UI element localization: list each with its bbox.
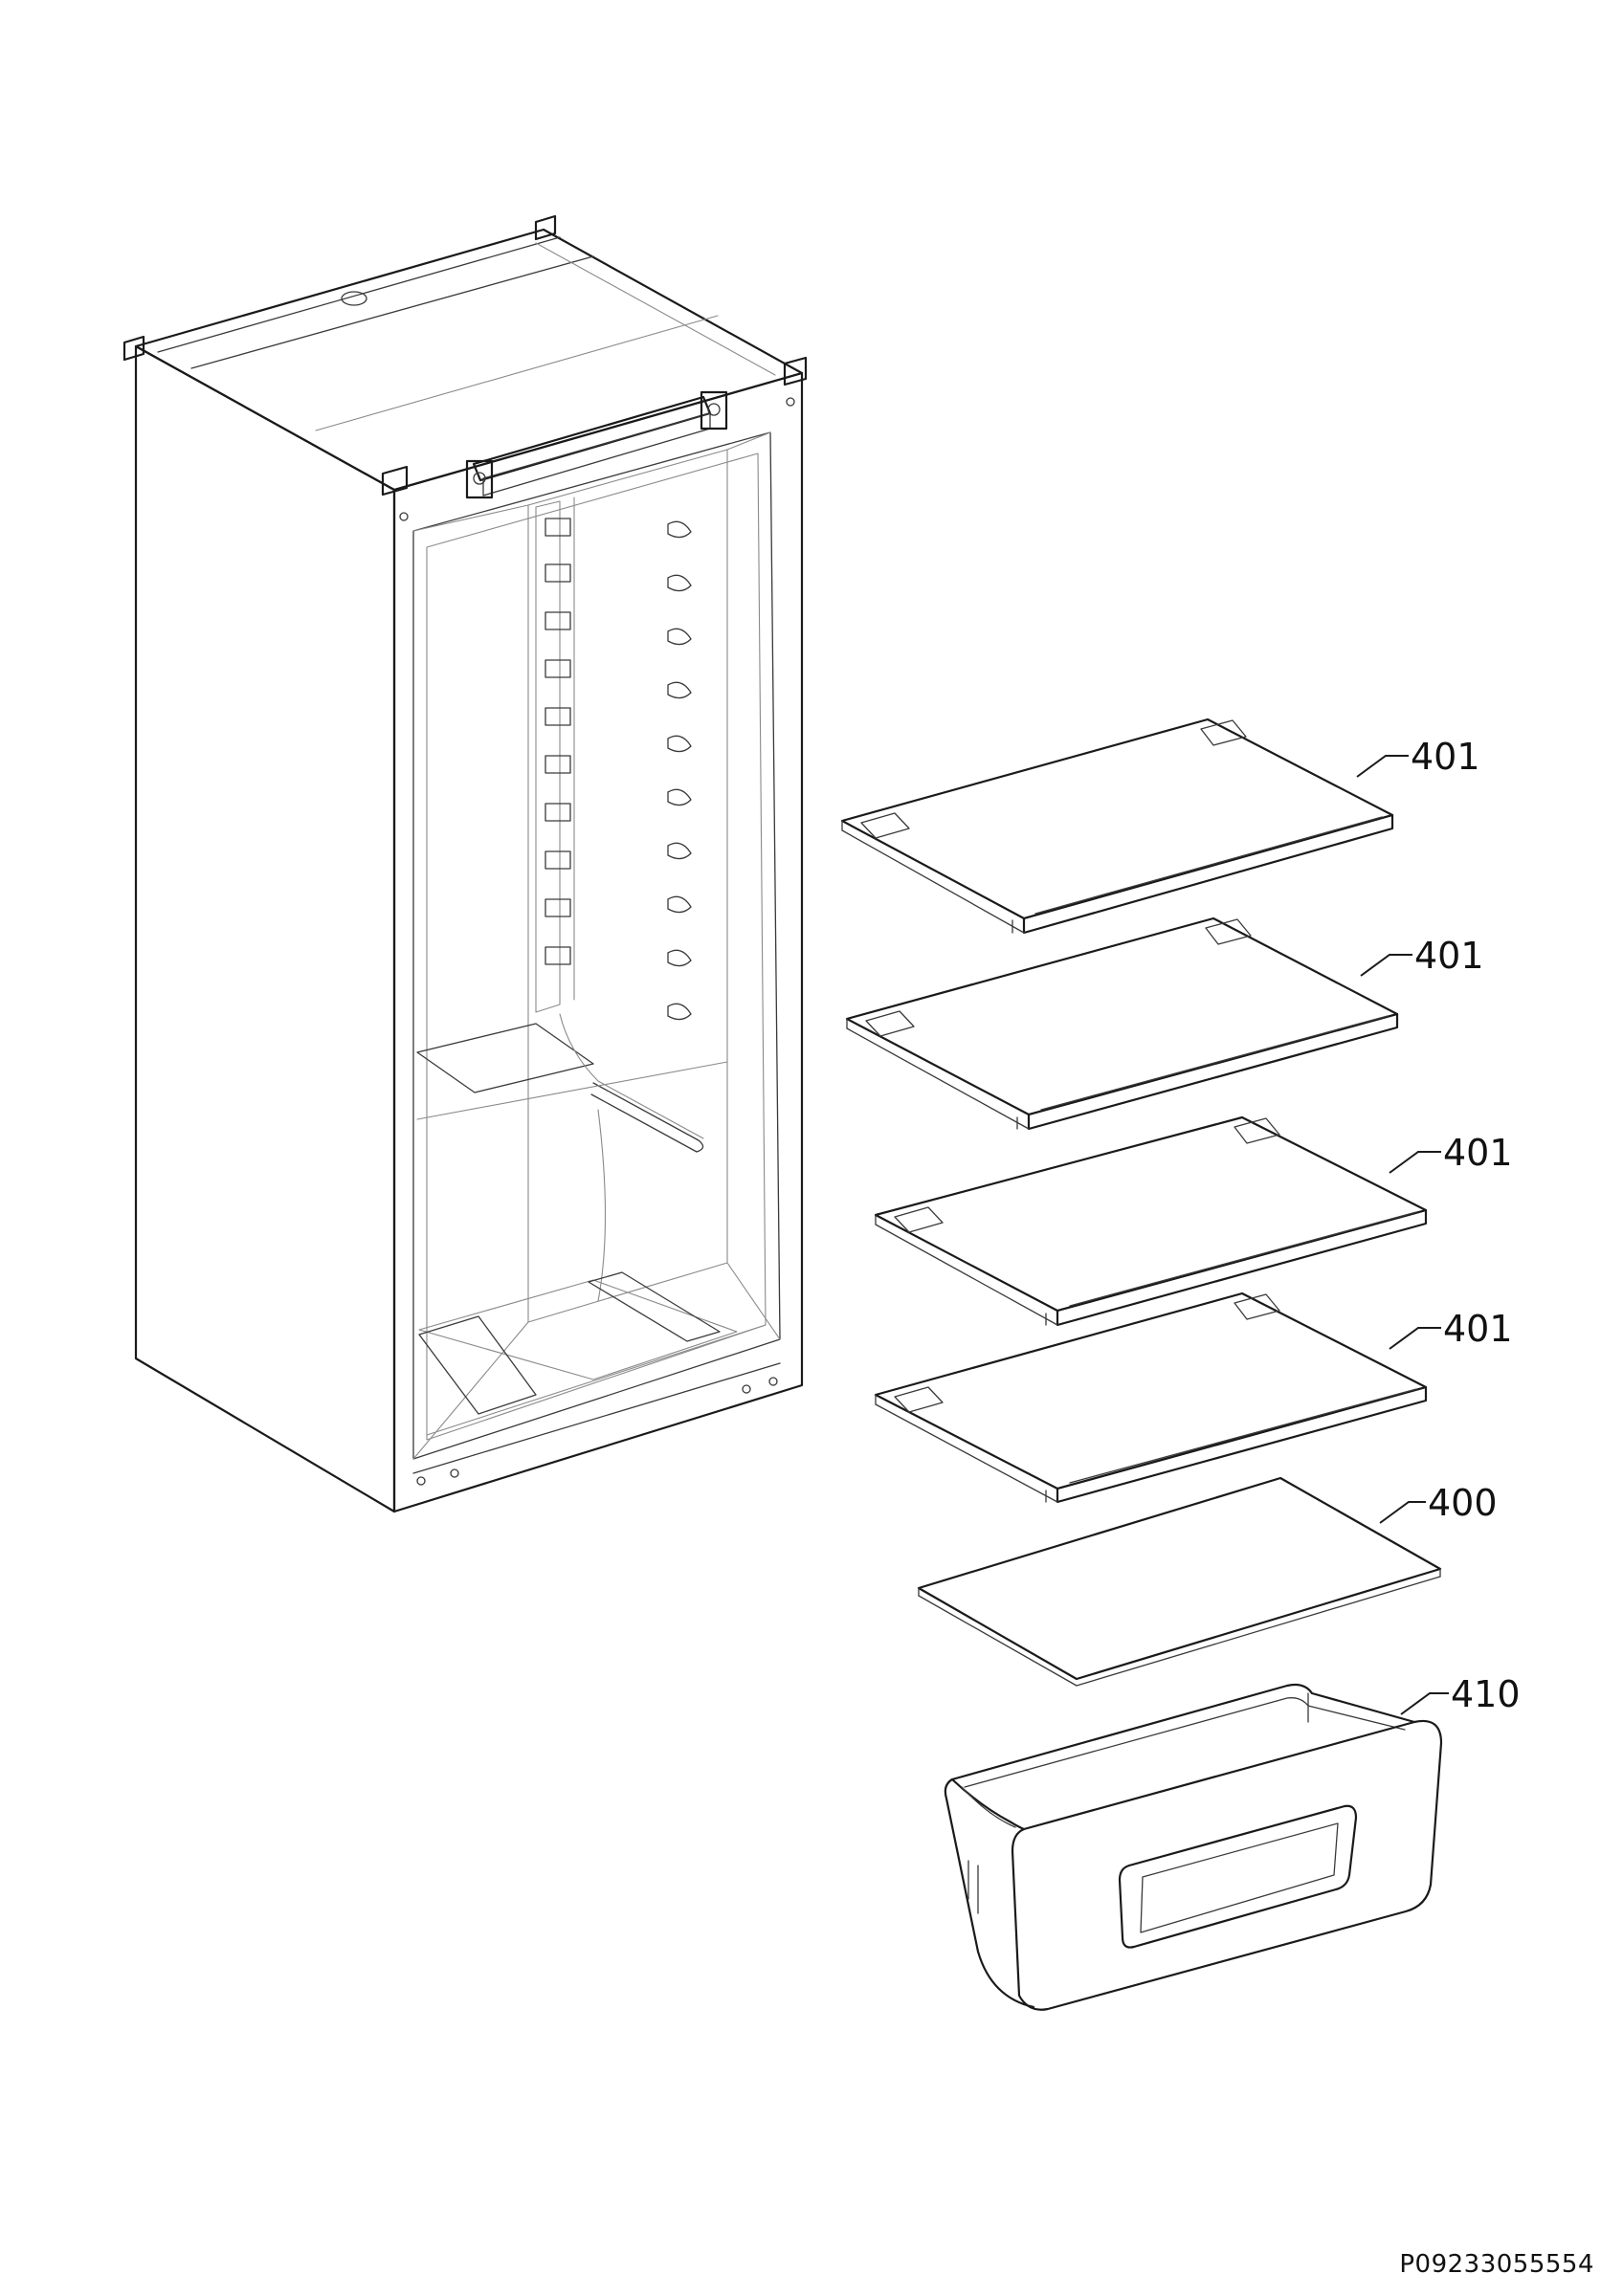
shelf-1: [840, 718, 1394, 935]
callout-401-shelf-1: 401: [1356, 736, 1480, 778]
shelf-2: [845, 916, 1399, 1131]
document-number: P09233055554: [1399, 2250, 1594, 2279]
shelf-4: [874, 1292, 1428, 1504]
callout-401-shelf-2: 401: [1360, 935, 1484, 977]
crisper-drawer: [944, 1683, 1443, 2011]
callout-401-shelf-4: 401: [1389, 1308, 1513, 1350]
callout-label: 401: [1411, 736, 1480, 778]
refrigerator-cabinet: [122, 214, 808, 1513]
callout-410-crisper-drawer: 410: [1400, 1673, 1521, 1715]
callout-label: 401: [1443, 1132, 1513, 1174]
glass-plate: [917, 1476, 1442, 1687]
callout-label: 401: [1414, 935, 1484, 977]
callout-label: 410: [1451, 1673, 1521, 1715]
shelf-3: [874, 1115, 1428, 1327]
callout-label: 400: [1428, 1482, 1498, 1524]
shelf-support-ribs: [667, 520, 692, 1021]
air-vent-slots: [545, 518, 571, 965]
callout-400-glass-plate: 400: [1379, 1482, 1498, 1524]
callout-401-shelf-3: 401: [1389, 1132, 1513, 1174]
callout-label: 401: [1443, 1308, 1513, 1350]
